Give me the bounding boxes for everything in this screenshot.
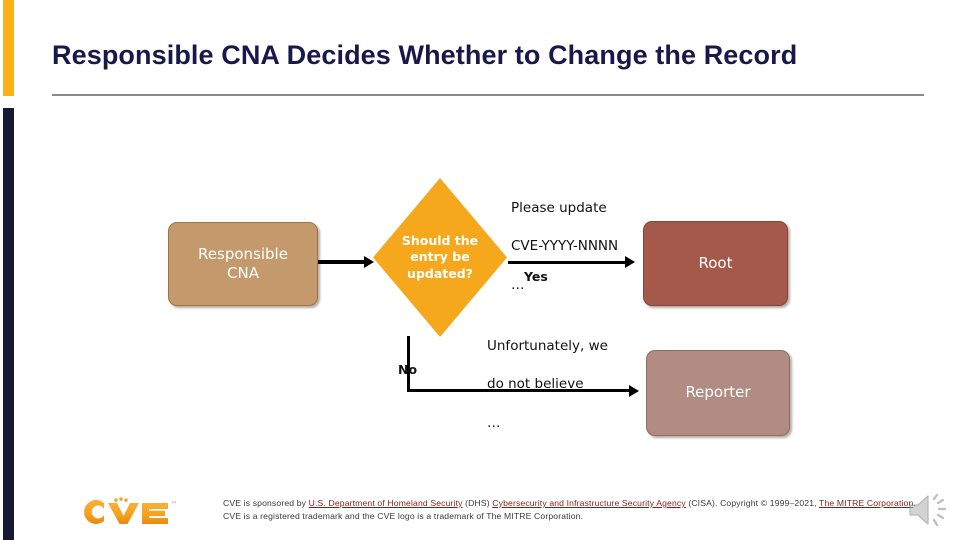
flow-node-reporter: Reporter [646, 350, 790, 436]
edge-label-yes: Yes [524, 269, 548, 284]
edge-message-yes: Please update CVE-YYYY-NNNN … [511, 180, 646, 314]
edge-message-no-line2: do not believe [487, 376, 584, 393]
edge-message-no-line3: … [487, 414, 501, 431]
flow-node-root-label: Root [698, 253, 733, 272]
arrowhead-decision-to-root [625, 256, 635, 268]
svg-text:™: ™ [171, 501, 177, 508]
arrowhead-decision-to-reporter [629, 385, 639, 397]
connector-decision-to-root [508, 261, 627, 264]
edge-message-yes-line1: Please update [511, 200, 607, 217]
speaker-icon[interactable] [906, 486, 954, 534]
connector-cna-to-decision [318, 260, 366, 264]
arrowhead-cna-to-decision [364, 256, 374, 268]
footer-link-dhs[interactable]: U.S. Department of Homeland Security [308, 498, 463, 508]
footer-part-2: (DHS) [462, 498, 493, 508]
accent-bar-navy [3, 108, 14, 540]
cve-logo: ™ [72, 494, 184, 528]
edge-message-no: Unfortunately, we do not believe … [487, 318, 627, 452]
accent-bar-orange [3, 0, 14, 96]
flow-node-responsible-cna-line1: Responsible [198, 244, 288, 263]
flow-node-decision-label: Should the entry be updated? [373, 233, 507, 283]
title-divider [52, 94, 924, 96]
footer-link-mitre[interactable]: The MITRE Corporation [819, 498, 914, 508]
edge-message-no-line1: Unfortunately, we [487, 338, 608, 355]
connector-decision-to-reporter-horizontal [407, 389, 631, 392]
footer-part-1: CVE is sponsored by [223, 498, 309, 508]
flow-node-decision: Should the entry be updated? [373, 178, 507, 337]
flow-node-decision-line3: updated? [407, 265, 473, 281]
edge-message-yes-line2: CVE-YYYY-NNNN [511, 238, 619, 255]
flow-node-responsible-cna-label: Responsible CNA [198, 245, 288, 283]
edge-message-yes-line3: … [511, 276, 525, 293]
flow-node-decision-line2: entry be [410, 249, 470, 265]
flow-node-root: Root [643, 221, 788, 306]
flow-node-responsible-cna-line2: CNA [227, 264, 259, 282]
connector-decision-to-reporter-vertical [407, 336, 410, 392]
flow-node-decision-line1: Should the [401, 232, 479, 248]
footer-legal: CVE is sponsored by U.S. Department of H… [223, 497, 928, 524]
flow-node-reporter-label: Reporter [685, 383, 751, 402]
footer-part-3: (CISA). Copyright © 1999–2021, [685, 498, 820, 508]
flow-node-responsible-cna: Responsible CNA [168, 222, 318, 306]
page-title: Responsible CNA Decides Whether to Chang… [52, 40, 798, 70]
footer-part-4: . CVE is a registered trademark and the … [223, 498, 916, 522]
footer-link-cisa[interactable]: Cybersecurity and Infrastructure Securit… [492, 498, 686, 508]
